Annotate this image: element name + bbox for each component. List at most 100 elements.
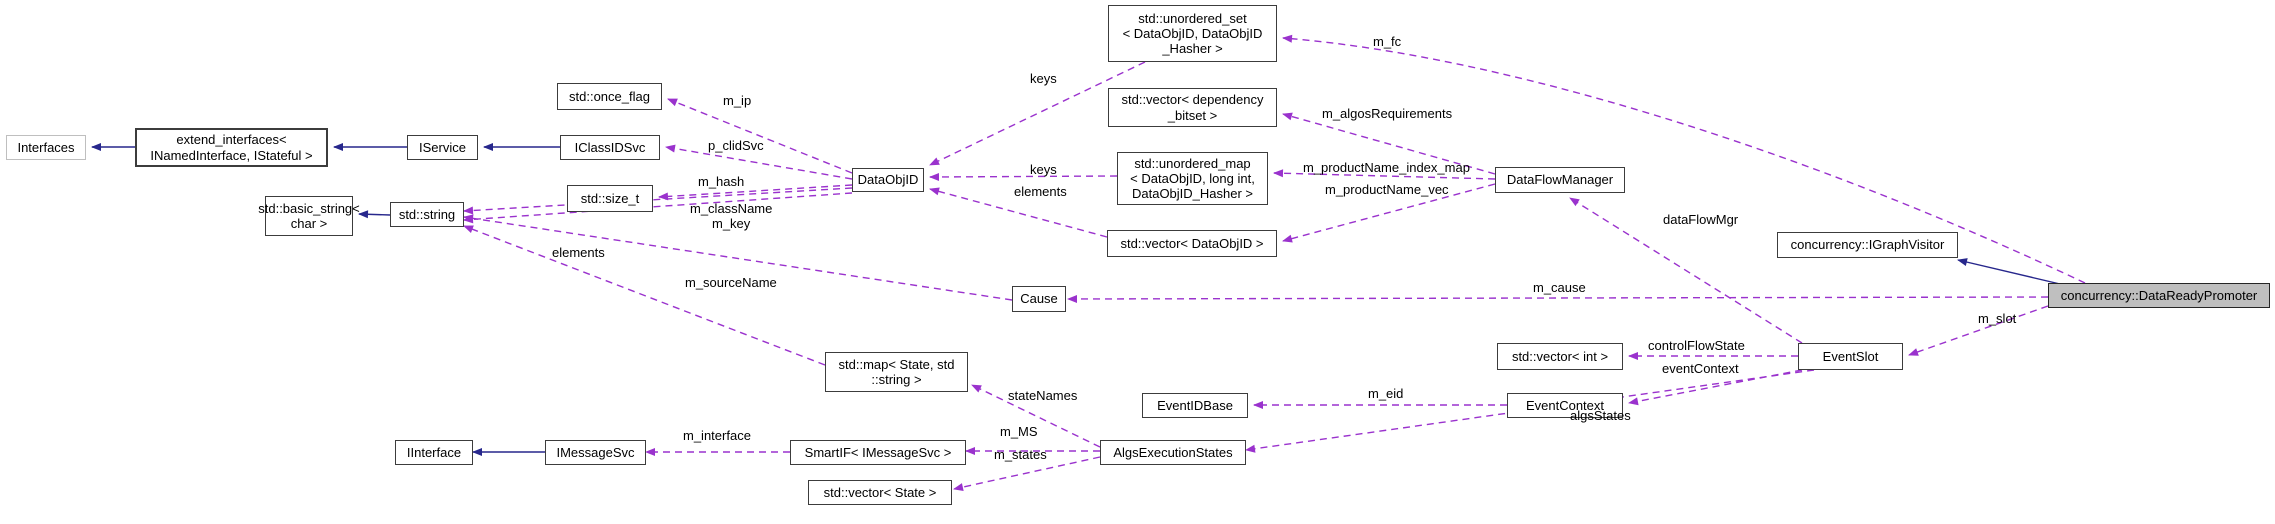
node-iinterface-label: IInterface: [406, 444, 462, 460]
node-imessagesvc-label: IMessageSvc: [556, 444, 635, 460]
edge-label-dataflowmgr: dataFlowMgr: [1663, 212, 1739, 227]
node-std-vector-dataobjid[interactable]: std::vector< DataObjID >: [1107, 230, 1277, 257]
edge-label-algsstates: algsStates: [1570, 408, 1631, 423]
edge-label-m-fc: m_fc: [1373, 34, 1402, 49]
edge-m-states: [953, 456, 1101, 491]
node-std-basic-string[interactable]: std::basic_string< char >: [258, 196, 360, 236]
node-std-vector-dataobjid-label: std::vector< DataObjID >: [1120, 235, 1264, 251]
edge-label-m-classname: m_className: [690, 201, 773, 216]
node-iclassidsvc[interactable]: IClassIDSvc: [560, 135, 660, 160]
node-std-map-state-string[interactable]: std::map< State, std ::string >: [825, 352, 968, 392]
edge-m-classname: [463, 187, 853, 215]
node-iclassidsvc-label: IClassIDSvc: [574, 139, 646, 155]
edge-keys-set: [929, 61, 1146, 166]
edge-label-controlflowstate: controlFlowState: [1648, 338, 1745, 353]
edge-label-m-eid: m_eid: [1368, 386, 1404, 401]
node-datareadypromoter-label: concurrency::DataReadyPromoter: [2060, 287, 2258, 303]
node-std-size-t[interactable]: std::size_t: [567, 185, 653, 212]
node-dataflowmanager[interactable]: DataFlowManager: [1495, 167, 1625, 193]
node-std-vector-dependency-bitset-label: std::vector< dependency _bitset >: [1121, 92, 1264, 123]
node-datareadypromoter: concurrency::DataReadyPromoter: [2048, 283, 2270, 308]
edge-elements-vector: [929, 187, 1108, 238]
edge-label-m-ms: m_MS: [1000, 424, 1038, 439]
node-igraphvisitor-label: concurrency::IGraphVisitor: [1790, 237, 1945, 253]
node-igraphvisitor[interactable]: concurrency::IGraphVisitor: [1777, 232, 1958, 258]
edge-label-m-productname-index-map: m_productName_index_map: [1303, 160, 1470, 175]
node-cause-label: Cause: [1020, 291, 1058, 307]
edge-p-clidsvc: [665, 144, 853, 180]
node-extend-interfaces-label: extend_interfaces< INamedInterface, ISta…: [150, 132, 313, 163]
node-eventidbase[interactable]: EventIDBase: [1142, 393, 1248, 418]
edge-elements-map: [463, 225, 826, 366]
node-std-basic-string-label: std::basic_string< char >: [258, 200, 360, 231]
edge-label-m-hash: m_hash: [698, 174, 745, 189]
node-algsexecutionstates[interactable]: AlgsExecutionStates: [1100, 440, 1246, 465]
node-std-unordered-set-label: std::unordered_set < DataObjID, DataObjI…: [1122, 10, 1263, 57]
node-std-unordered-set[interactable]: std::unordered_set < DataObjID, DataObjI…: [1108, 5, 1277, 62]
edge-label-m-slot: m_slot: [1978, 311, 2017, 326]
edge-m-hash: [658, 184, 853, 201]
node-eventcontext[interactable]: EventContext: [1507, 393, 1623, 418]
node-std-once-flag[interactable]: std::once_flag: [557, 83, 662, 110]
node-eventidbase-label: EventIDBase: [1157, 397, 1233, 413]
edge-m-cause: [1067, 294, 2049, 303]
edge-label-keys-set: keys: [1030, 71, 1057, 86]
node-std-vector-state-label: std::vector< State >: [823, 484, 937, 500]
node-std-unordered-map[interactable]: std::unordered_map < DataObjID, long int…: [1117, 152, 1268, 205]
edge-m-key: [463, 192, 853, 224]
edge-label-elements-map: elements: [552, 245, 605, 260]
node-std-size-t-label: std::size_t: [580, 190, 640, 206]
edge-m-sourcename: [463, 214, 1013, 301]
node-std-string-label: std::string: [398, 206, 456, 222]
node-std-vector-int[interactable]: std::vector< int >: [1497, 343, 1623, 370]
edge-label-p-clidsvc: p_clidSvc: [708, 138, 764, 153]
edge-m-slot: [1908, 305, 2049, 356]
node-iinterface[interactable]: IInterface: [395, 440, 473, 465]
node-imessagesvc[interactable]: IMessageSvc: [545, 440, 646, 465]
node-std-once-flag-label: std::once_flag: [569, 88, 650, 104]
node-dataobjid-label: DataObjID: [857, 172, 919, 188]
edge-m-fc: [1282, 34, 2086, 284]
node-algsexecutionstates-label: AlgsExecutionStates: [1113, 444, 1233, 460]
node-eventslot[interactable]: EventSlot: [1798, 343, 1903, 370]
edge-dataflowmgr: [1569, 197, 1803, 344]
node-std-vector-dependency-bitset[interactable]: std::vector< dependency _bitset >: [1108, 88, 1277, 127]
node-dataobjid[interactable]: DataObjID: [852, 168, 924, 192]
edge-keys-map: [929, 172, 1118, 181]
edge-label-m-key: m_key: [712, 216, 751, 231]
edge-string-to-basicstring: [358, 210, 391, 219]
edge-m-productname-vec: [1282, 183, 1496, 243]
node-interfaces-label: Interfaces: [17, 139, 75, 155]
node-smartif-imessagesvc-label: SmartIF< IMessageSvc >: [804, 444, 952, 460]
edge-label-m-interface: m_interface: [683, 428, 751, 443]
node-std-unordered-map-label: std::unordered_map < DataObjID, long int…: [1130, 155, 1255, 202]
edge-m-algosrequirements: [1282, 112, 1496, 175]
node-eventslot-label: EventSlot: [1822, 348, 1879, 364]
edge-label-m-ip: m_ip: [723, 93, 752, 108]
edge-label-eventcontext: eventContext: [1662, 361, 1739, 376]
edge-label-elements-vector: elements: [1014, 184, 1067, 199]
edge-label-m-productname-vec: m_productName_vec: [1325, 182, 1449, 197]
edge-label-statenames: stateNames: [1008, 388, 1078, 403]
edge-label-m-sourcename: m_sourceName: [685, 275, 777, 290]
edge-m-productname-index-map: [1273, 169, 1496, 180]
node-iservice-label: IService: [419, 139, 466, 155]
node-std-map-state-string-label: std::map< State, std ::string >: [838, 356, 955, 387]
edge-label-m-cause: m_cause: [1533, 280, 1586, 295]
edge-label-m-algosrequirements: m_algosRequirements: [1322, 106, 1453, 121]
edge-datareadypromoter-to-igraphvisitor: [1957, 258, 2061, 285]
node-std-vector-state[interactable]: std::vector< State >: [808, 480, 952, 505]
node-eventcontext-label: EventContext: [1525, 397, 1605, 413]
edge-m-ip: [667, 98, 853, 174]
node-std-string[interactable]: std::string: [390, 202, 464, 227]
node-iservice[interactable]: IService: [407, 135, 478, 160]
node-extend-interfaces[interactable]: extend_interfaces< INamedInterface, ISta…: [135, 128, 328, 167]
node-cause[interactable]: Cause: [1012, 286, 1066, 312]
node-std-vector-int-label: std::vector< int >: [1511, 348, 1609, 364]
node-dataflowmanager-label: DataFlowManager: [1506, 172, 1614, 188]
node-interfaces: Interfaces: [6, 135, 86, 160]
edge-label-m-states: m_states: [994, 447, 1047, 462]
node-smartif-imessagesvc[interactable]: SmartIF< IMessageSvc >: [790, 440, 966, 465]
